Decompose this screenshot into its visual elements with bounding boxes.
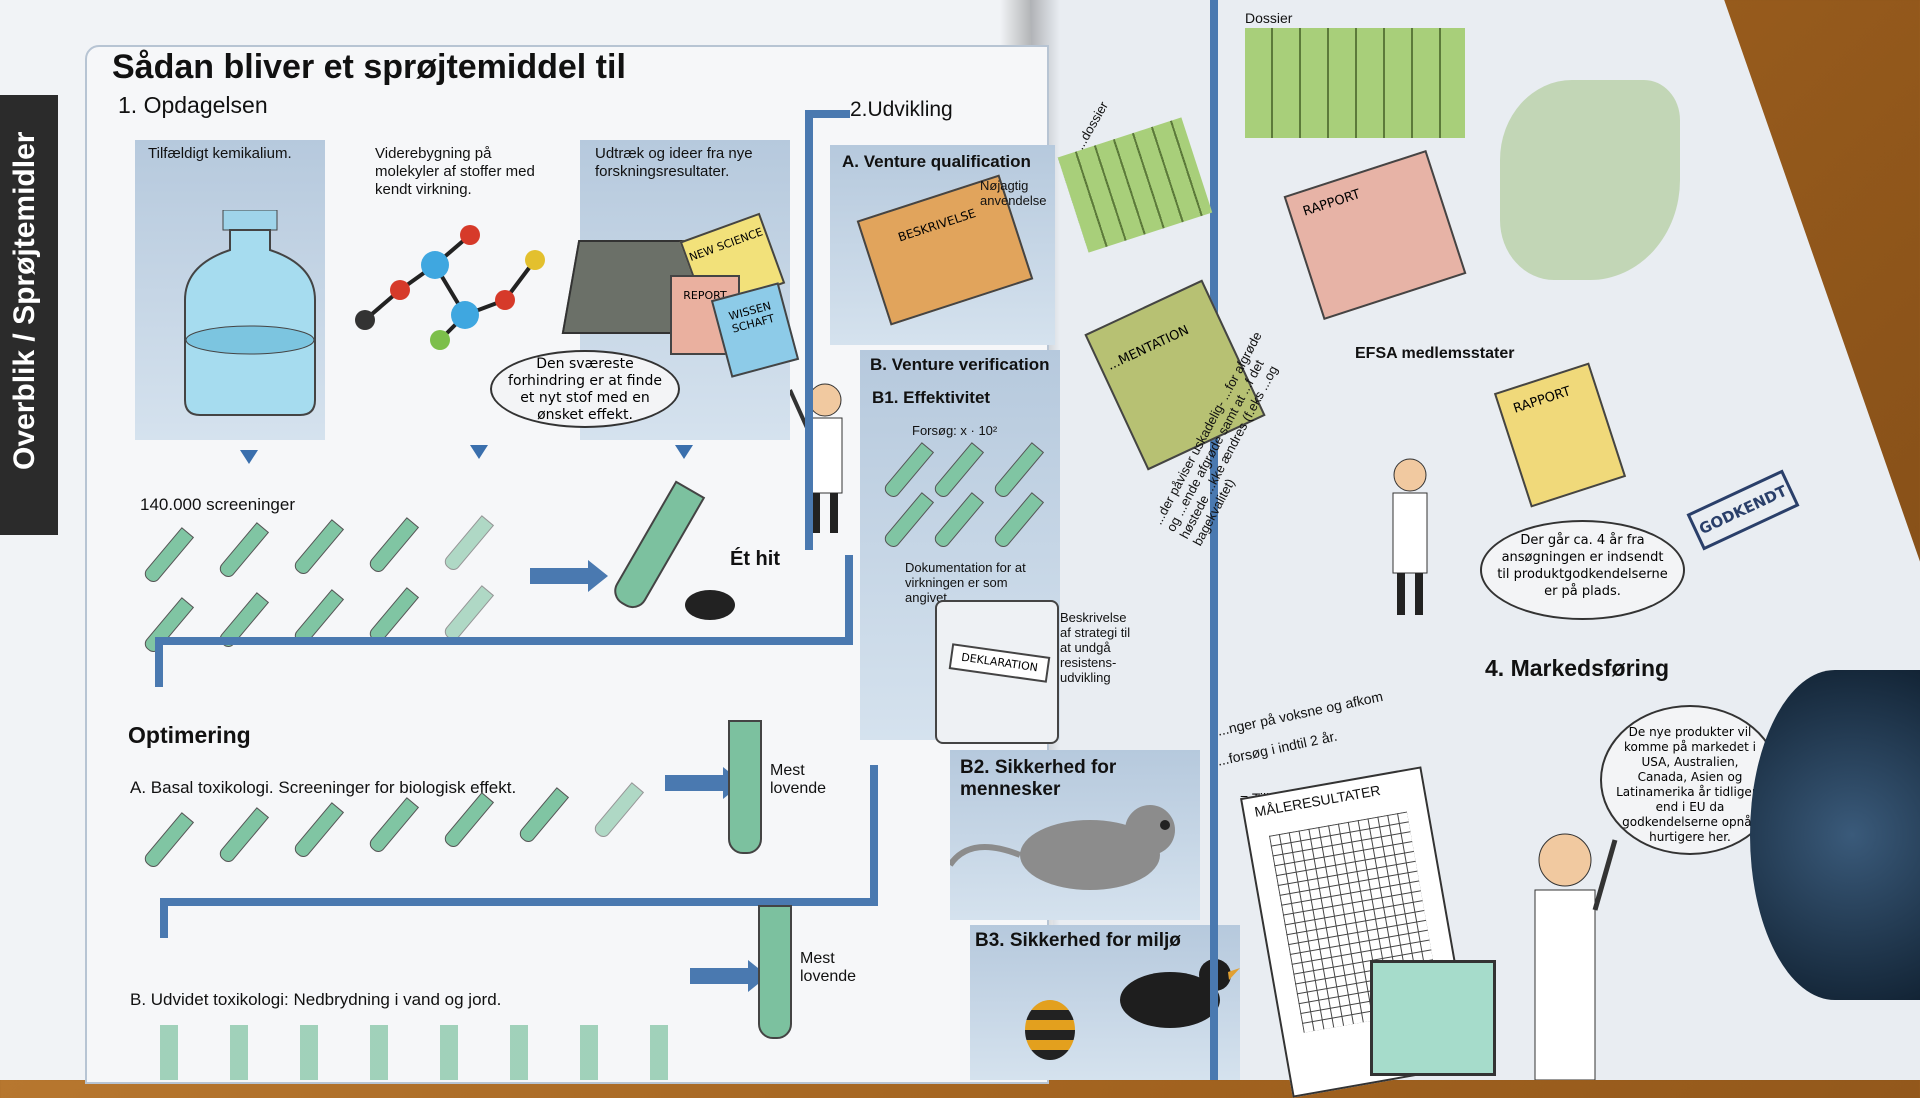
book-wissen-schaft-label: WISSEN SCHAFT <box>727 299 776 336</box>
flow-path <box>805 110 850 118</box>
globe-icon <box>1750 670 1920 1000</box>
panel-molecule-text: Viderebygning på molekyler af stoffer me… <box>375 145 535 198</box>
test-tube-best-b <box>758 905 792 1039</box>
dead-insect-icon <box>685 590 735 620</box>
b1-heading: B1. Effektivitet <box>872 388 991 407</box>
test-tube <box>216 807 270 865</box>
documentation-label: ...MENTATION <box>1105 322 1192 374</box>
test-tube <box>366 517 420 575</box>
arrow-down-2 <box>470 445 488 459</box>
flow-path <box>160 898 168 938</box>
test-tube <box>366 797 420 855</box>
eu-map-icon <box>1500 80 1680 280</box>
flow-path <box>805 110 813 550</box>
scientist-market-icon <box>1520 830 1630 1081</box>
page-title: Sådan bliver et sprøjtemiddel til <box>112 48 626 86</box>
test-tube <box>881 492 935 550</box>
section-opdagelsen: 1. Opdagelsen <box>118 92 268 118</box>
noejagtig-anvendelse: Nøjagtig anvendelse <box>980 178 1047 208</box>
arrow-down-1 <box>240 450 258 464</box>
test-tube <box>881 442 935 500</box>
folder-row-top <box>1245 28 1465 138</box>
test-tube <box>591 782 645 840</box>
test-tube <box>291 519 345 577</box>
hit-label: Ét hit <box>730 548 780 570</box>
beskrivelse-strategi: Beskrivelse af strategi til at undgå res… <box>1060 610 1131 685</box>
opt-a-text: A. Basal toxikologi. Screeninger for bio… <box>130 778 517 797</box>
test-tube <box>991 442 1045 500</box>
forsoeg-label: Forsøg: x · 10² <box>912 423 998 438</box>
venture-b-heading: B. Venture verification <box>870 355 1050 374</box>
test-tube <box>991 492 1045 550</box>
panel-research-text: Udtræk og ideer fra nye forskningsresult… <box>595 145 753 180</box>
b3-heading: B3. Sikkerhed for miljø <box>975 930 1181 951</box>
optimering-heading: Optimering <box>128 722 251 748</box>
test-tube <box>141 527 195 585</box>
flow-path <box>160 898 878 906</box>
test-tube <box>931 442 985 500</box>
test-tube <box>516 787 570 845</box>
speech-bubble-years-text: Der går ca. 4 år fra ansøgningen er inds… <box>1497 533 1668 599</box>
screenings-label: 140.000 screeninger <box>140 495 296 514</box>
bee-icon <box>1025 1000 1075 1060</box>
scientist-right-icon <box>1375 455 1445 625</box>
rapport-label-2: RAPPORT <box>1511 384 1573 417</box>
scientist-left-icon <box>788 380 860 540</box>
test-tube <box>141 812 195 870</box>
test-tube <box>931 492 985 550</box>
speech-bubble-market: De nye produkter vil komme på markedet i… <box>1600 705 1780 855</box>
test-tube <box>291 802 345 860</box>
arrow-right-opt-a <box>665 767 743 799</box>
test-tube <box>441 792 495 850</box>
flow-path <box>1210 0 1218 1080</box>
sidebar-label: Overblik / Sprøjtemidler <box>8 131 41 470</box>
mest-lovende-a: Mest lovende <box>770 762 827 797</box>
test-tube-grid-b1 <box>881 440 1060 550</box>
deklaration-label: DEKLARATION <box>960 650 1039 675</box>
opt-b-text: B. Udvidet toxikologi: Nedbrydning i van… <box>130 990 502 1009</box>
flow-path <box>845 555 853 645</box>
section-markedsfoering: 4. Markedsføring <box>1485 655 1670 681</box>
flow-path <box>870 765 878 905</box>
speech-bubble-discovery-text: Den sværeste forhindring er at finde et … <box>508 356 662 423</box>
panel-random-chemical-text: Tilfældigt kemikalium. <box>148 145 292 162</box>
flow-path <box>155 637 163 687</box>
beskrivelse-label: BESKRIVELSE <box>896 206 978 245</box>
mest-lovende-b: Mest lovende <box>800 950 857 985</box>
test-tube-row-1 <box>141 515 550 655</box>
speech-bubble-discovery: Den sværeste forhindring er at finde et … <box>490 350 680 428</box>
sidebar-strip <box>0 95 58 535</box>
arrow-right-hit <box>530 560 608 592</box>
rapport-label-1: RAPPORT <box>1301 187 1363 220</box>
efsa-label: EFSA medlemsstater <box>1355 345 1515 362</box>
b2-heading: B2. Sikkerhed for mennesker <box>960 757 1117 800</box>
test-tube-best-a <box>728 720 762 854</box>
arrow-right-opt-b <box>690 960 768 992</box>
arrow-down-3 <box>675 445 693 459</box>
dossier-label: Dossier <box>1245 10 1293 26</box>
mouse-icon <box>947 795 1200 895</box>
venture-a-heading: A. Venture qualification <box>842 152 1031 171</box>
flow-path <box>155 637 853 645</box>
test-tube <box>216 522 270 580</box>
section-udvikling: 2.Udvikling <box>850 98 953 121</box>
test-tube-row-2 <box>141 782 650 890</box>
bird-icon <box>1110 950 1240 1040</box>
dokumentation-text: Dokumentation for at virkningen er som a… <box>905 560 1026 605</box>
speech-bubble-market-text: De nye produkter vil komme på markedet i… <box>1616 725 1764 844</box>
computer-icon <box>1370 960 1496 1076</box>
speech-bubble-years: Der går ca. 4 år fra ansøgningen er inds… <box>1480 520 1685 620</box>
bottle-icon <box>175 209 325 420</box>
molecule-icon <box>345 220 555 360</box>
seedling-row-icon <box>160 1025 680 1080</box>
